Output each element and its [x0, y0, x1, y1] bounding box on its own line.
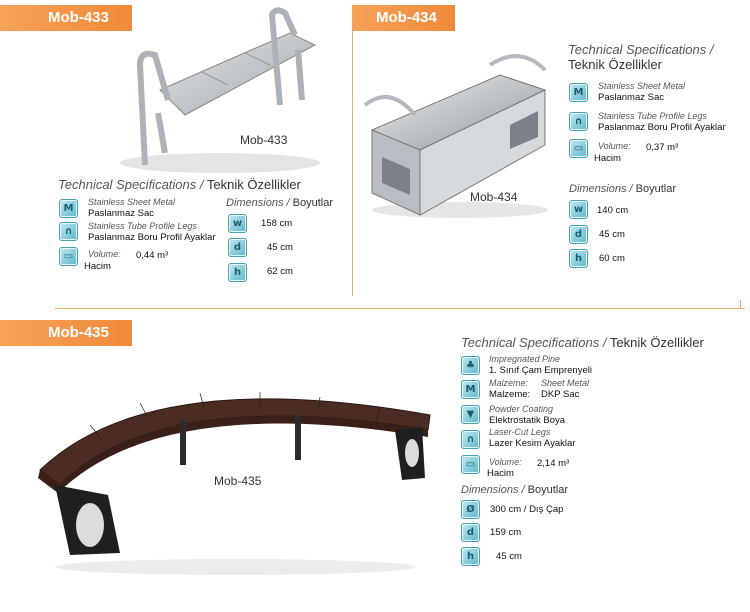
depth-icon: d — [569, 225, 588, 244]
dimensions-heading: Dimensions / Boyutlar — [461, 484, 568, 496]
product-code: Mob-435 — [48, 324, 109, 341]
depth-icon: d — [461, 523, 480, 542]
feature-en: Stainless Sheet Metal — [598, 81, 686, 91]
feature-en: Stainless Sheet Metal — [88, 197, 176, 207]
paint-icon: ▼ — [461, 405, 480, 424]
volume-value: 0,44 m³ — [136, 250, 169, 261]
m-material-icon: M — [59, 199, 78, 218]
feature-en: Stainless Tube Profile Legs — [88, 221, 197, 231]
bench-433-image — [120, 7, 320, 173]
product-caption: Mob-434 — [470, 190, 518, 204]
feature-en: Impregnated Pine — [489, 354, 561, 364]
spec-heading: Technical Specifications / Teknik Özelli… — [461, 335, 704, 350]
divider-vertical — [352, 6, 353, 296]
height-icon: h — [228, 263, 247, 282]
depth-value: 159 cm — [490, 527, 522, 538]
dimensions-heading: Dimensions / Boyutlar — [226, 197, 333, 209]
diameter-value: 300 cm / Dış Çap — [490, 504, 564, 515]
feature-en: Stainless Tube Profile Legs — [598, 111, 707, 121]
feature-tr: Elektrostatik Boya — [489, 415, 566, 426]
height-value: 45 cm — [496, 551, 522, 562]
width-icon: w — [569, 200, 588, 219]
feature-tr: DKP Sac — [541, 389, 580, 400]
product-tag-434: Mob-434 — [352, 5, 455, 31]
width-value: 140 cm — [597, 205, 629, 216]
tube-legs-icon: ∩ — [569, 112, 588, 131]
feature-tr-prefix: Malzeme: — [489, 389, 531, 400]
feature-tr: Lazer Kesim Ayaklar — [489, 438, 576, 449]
product-code: Mob-434 — [376, 9, 437, 26]
bench-434-image — [363, 54, 548, 218]
divider-right-edge — [740, 300, 741, 308]
width-value: 158 cm — [261, 218, 293, 229]
feature-en: Powder Coating — [489, 404, 554, 414]
height-value: 60 cm — [599, 253, 625, 264]
m-material-icon: M — [461, 380, 480, 399]
dimensions-heading: Dimensions / Boyutlar — [569, 183, 676, 195]
feature-en: Volume: — [489, 457, 522, 467]
depth-value: 45 cm — [599, 229, 625, 240]
product-tag-433: Mob-433 — [0, 5, 132, 31]
width-icon: w — [228, 214, 247, 233]
product-caption: Mob-433 — [240, 133, 288, 147]
feature-tr: Paslanmaz Boru Profil Ayaklar — [598, 122, 726, 133]
height-icon: h — [569, 249, 588, 268]
tube-legs-icon: ∩ — [59, 222, 78, 241]
feature-en: Laser-Cut Legs — [489, 427, 551, 437]
depth-icon: d — [228, 238, 247, 257]
feature-tr: Paslanmaz Boru Profil Ayaklar — [88, 232, 216, 243]
product-code: Mob-433 — [48, 9, 109, 26]
height-value: 62 cm — [267, 266, 293, 277]
product-tag-435: Mob-435 — [0, 320, 132, 346]
feature-tr: Hacim — [84, 261, 111, 272]
feature-tr: 1. Sınıf Çam Emprenyeli — [489, 365, 592, 376]
spec-heading: Technical Specifications /Teknik Özellik… — [568, 42, 714, 72]
product-caption: Mob-435 — [214, 474, 262, 488]
m-material-icon: M — [569, 83, 588, 102]
diameter-icon: Ø — [461, 500, 480, 519]
depth-value: 45 cm — [267, 242, 293, 253]
volume-icon: ▭ — [569, 139, 588, 158]
volume-icon: ▭ — [59, 247, 78, 266]
laser-legs-icon: ∩ — [461, 430, 480, 449]
divider-horizontal — [55, 308, 745, 309]
volume-value: 0,37 m³ — [646, 142, 679, 153]
bench-435-image — [38, 392, 431, 575]
volume-icon: ▭ — [461, 455, 480, 474]
feature-en-prefix: Malzeme: — [489, 378, 529, 388]
feature-en: Volume: — [598, 141, 631, 151]
height-icon: h — [461, 547, 480, 566]
pine-tree-icon: ♣ — [461, 356, 480, 375]
feature-tr: Paslanmaz Sac — [598, 92, 665, 103]
spec-heading: Technical Specifications / Teknik Özelli… — [58, 177, 301, 192]
feature-tr: Hacim — [594, 153, 621, 164]
feature-tr: Hacim — [487, 468, 514, 479]
feature-en: Sheet Metal — [541, 378, 590, 388]
feature-en: Volume: — [88, 249, 121, 259]
feature-tr: Paslanmaz Sac — [88, 208, 155, 219]
volume-value: 2,14 m³ — [537, 458, 570, 469]
